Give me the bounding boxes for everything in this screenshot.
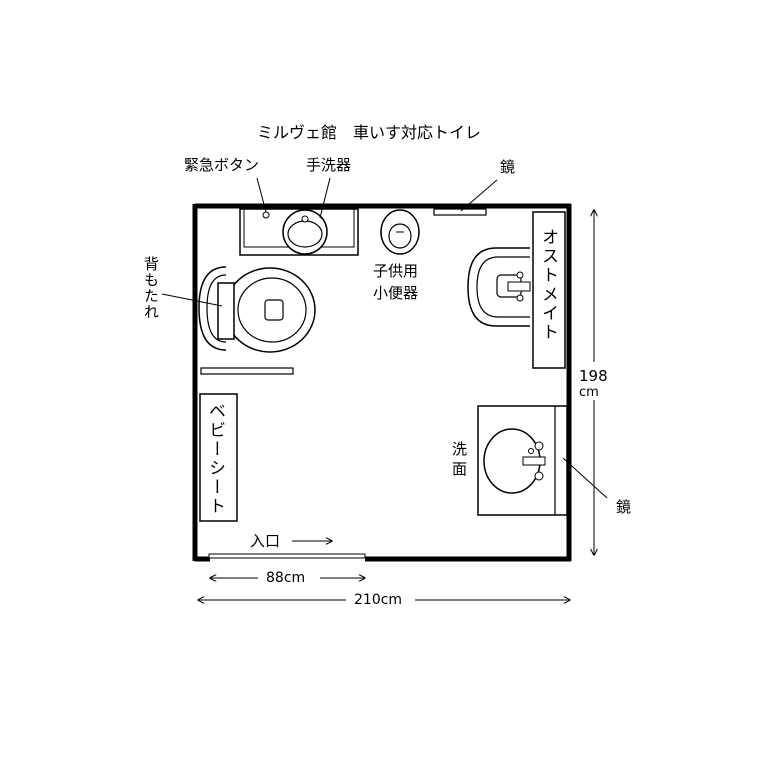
- mirror-top-label: 鏡: [500, 158, 516, 176]
- baby-seat: [199, 393, 238, 522]
- dimension-lines: [198, 210, 594, 600]
- room-width-dimension: 210cm: [354, 592, 403, 608]
- child-urinal-label-line1: 子供用: [373, 262, 419, 280]
- child-urinal: [380, 209, 420, 255]
- baby-seat-label: ベビーシート: [205, 402, 225, 516]
- ostomate-label: オストメイト: [538, 228, 558, 342]
- grab-bar: [200, 367, 294, 375]
- toilet: [198, 266, 316, 353]
- mirror-top: [433, 208, 487, 216]
- room-walls: [192, 203, 572, 562]
- hand-wash-basin-icon: [282, 209, 328, 255]
- ostomate-panel: [532, 211, 566, 369]
- entrance-label: 入口: [250, 532, 281, 550]
- hand-wash-label: 手洗器: [306, 156, 352, 174]
- entrance-door: [208, 553, 366, 559]
- backrest-label: 背もたれ: [142, 256, 160, 320]
- backrest-icon: [217, 282, 235, 340]
- washbasin-label-line1: 洗: [452, 440, 468, 458]
- leader-lines: [161, 177, 608, 499]
- height-dimension-unit: cm: [579, 385, 599, 400]
- hand-wash-counter: [239, 208, 359, 256]
- child-urinal-label-line2: 小便器: [373, 284, 419, 302]
- emergency-button-icon: [262, 211, 270, 219]
- washbasin-label-line2: 面: [452, 460, 468, 478]
- height-dimension-value: 198: [579, 367, 608, 385]
- mirror-right-label: 鏡: [616, 498, 632, 516]
- emergency-button-label: 緊急ボタン: [184, 156, 260, 174]
- page-title: ミルヴェ館 車いす対応トイレ: [257, 123, 482, 142]
- door-width-dimension: 88cm: [266, 570, 306, 586]
- ostomate-unit: [467, 211, 566, 369]
- washbasin-vanity: [477, 405, 568, 516]
